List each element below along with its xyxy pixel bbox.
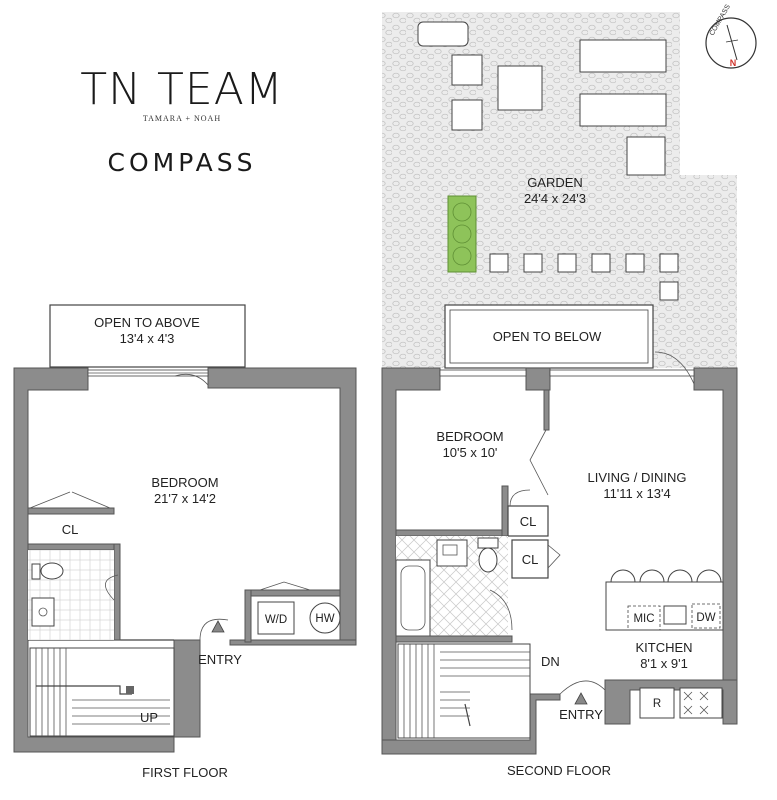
- closet-2: [511, 539, 549, 579]
- team-members: TAMARA + NOAH: [143, 114, 221, 123]
- dishwasher: [691, 603, 721, 629]
- first-floor-caption: FIRST FLOOR: [142, 765, 228, 780]
- second-floor-caption: SECOND FLOOR: [507, 763, 611, 778]
- open-to-above-label: OPEN TO ABOVE: [94, 315, 200, 330]
- closet-2-label: CL: [522, 552, 539, 567]
- open-to-below-area: [444, 304, 654, 369]
- entry-door-swing: [199, 618, 229, 641]
- island-sink: [663, 605, 687, 625]
- balcony-door-swing: [174, 373, 209, 386]
- garden-pavers: [489, 253, 679, 301]
- closet-doors: [29, 491, 111, 509]
- entry-label-1: ENTRY: [198, 652, 242, 667]
- water-heater: [309, 602, 341, 634]
- bedroom-2-dims: 10'5 x 10': [443, 445, 498, 460]
- open-to-above-dims: 13'4 x 4'3: [120, 331, 175, 346]
- outdoor-sofa: [417, 21, 469, 47]
- north-marker: N: [730, 58, 737, 68]
- bath-toilet: [478, 547, 498, 573]
- living-dining-dims: 11'11 x 13'4: [603, 486, 670, 501]
- closet-1-label: CL: [520, 514, 537, 529]
- washer-dryer: [257, 601, 295, 635]
- water-heater-label: HW: [315, 613, 334, 625]
- closet-label: CL: [62, 522, 79, 537]
- bedroom-1-label: BEDROOM: [151, 475, 218, 490]
- compass-rose: COMPASS N: [705, 3, 757, 69]
- first-floor-walls: [13, 367, 201, 753]
- first-floor: OPEN TO ABOVE 13'4 x 4'3 CL BEDROOM 21'7…: [13, 304, 357, 780]
- entry-label-2: ENTRY: [559, 707, 603, 722]
- sink: [31, 597, 55, 627]
- bedroom-2-label: BEDROOM: [436, 429, 503, 444]
- kitchen-dims: 8'1 x 9'1: [640, 656, 688, 671]
- living-dining-label: LIVING / DINING: [588, 470, 687, 485]
- planter: [447, 195, 477, 273]
- sun-lounger-1: [579, 39, 667, 73]
- stairs-down: [397, 643, 531, 739]
- garden-dims: 24'4 x 24'3: [524, 191, 586, 206]
- entry-arrow: [211, 620, 225, 633]
- garden-label: GARDEN: [527, 175, 583, 190]
- second-floor: GARDEN 24'4 x 24'3 OPEN TO BELOW BEDROOM…: [381, 12, 738, 778]
- stairs-up-label: UP: [140, 710, 158, 725]
- brand-block: TN TEAM TAMARA + NOAH COMPASS: [80, 64, 284, 177]
- kitchen-island: [605, 569, 724, 631]
- stairs-up: [29, 647, 175, 737]
- team-name: TN TEAM: [80, 64, 284, 115]
- closet-1: [507, 505, 549, 537]
- company-logo: COMPASS: [107, 148, 256, 177]
- bedroom-2-door-swing: [529, 429, 549, 496]
- bath-door-swing: [105, 574, 119, 601]
- dishwasher-label: DW: [696, 612, 715, 624]
- range: [679, 687, 723, 719]
- entry-door-swing-2: [559, 680, 606, 695]
- sun-lounger-2: [579, 93, 667, 127]
- microwave-label: MIC: [633, 613, 654, 625]
- lounge-chair-1: [451, 54, 483, 86]
- refrigerator-label: R: [653, 698, 661, 710]
- bath-toilet-tank: [477, 537, 499, 549]
- toilet: [40, 562, 64, 580]
- washer-dryer-label: W/D: [265, 614, 287, 626]
- open-to-below-label: OPEN TO BELOW: [493, 329, 602, 344]
- bath-sink: [436, 539, 468, 567]
- garden-door-swing: [654, 351, 695, 385]
- compass-needle: [726, 24, 738, 61]
- side-table: [626, 136, 666, 176]
- entry-arrow-2: [574, 692, 588, 705]
- bedroom-1-dims: 21'7 x 14'2: [154, 491, 216, 506]
- open-to-above-area: [49, 304, 246, 368]
- lounge-chair-2: [451, 99, 483, 131]
- refrigerator: [639, 687, 675, 719]
- outdoor-table: [497, 65, 543, 111]
- kitchen-label: KITCHEN: [635, 640, 692, 655]
- stairs-down-label: DN: [541, 654, 560, 669]
- microwave: [627, 605, 661, 631]
